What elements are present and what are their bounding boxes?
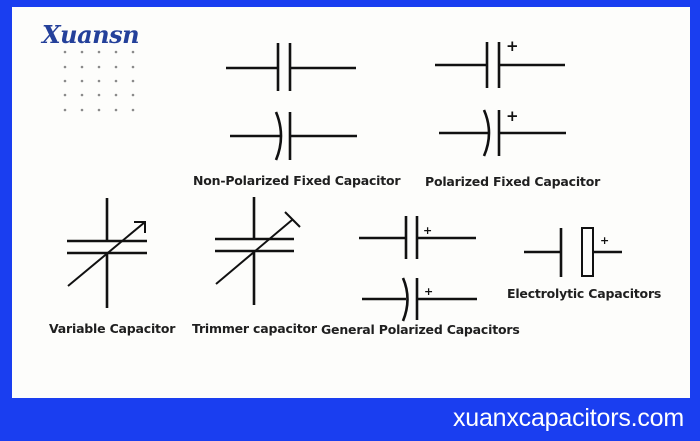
trimmer-capacitor-symbol [215,197,301,305]
decorative-dot-grid [63,50,135,112]
label-electrolytic: Electrolytic Capacitors [507,286,662,301]
label-trimmer: Trimmer capacitor [192,321,317,336]
variable-capacitor-symbol [67,198,147,308]
website-url: xuanxcapacitors.com [452,404,684,432]
diagram-panel [12,7,690,398]
non-polarized-curved-symbol [230,111,357,161]
plus-icon: + [506,107,519,125]
label-general-polarized: General Polarized Capacitors [321,322,520,337]
polarized-straight-symbol [435,42,565,88]
plus-icon: + [423,224,432,237]
general-polarized-straight-symbol [359,216,476,259]
label-polarized-fixed: Polarized Fixed Capacitor [425,174,601,189]
plus-icon: + [600,234,609,247]
plus-icon: + [424,285,433,298]
electrolytic-capacitor-symbol [524,227,622,277]
polarity-plus-marks: + + + + + [423,37,609,298]
plus-icon: + [506,37,519,55]
non-polarized-straight-symbol [226,43,356,91]
label-non-polarized-fixed: Non-Polarized Fixed Capacitor [193,173,401,188]
general-polarized-curved-symbol [362,277,477,322]
brand-logo: Xuansn [42,20,140,49]
label-variable: Variable Capacitor [49,321,176,336]
polarized-curved-symbol [439,109,566,157]
